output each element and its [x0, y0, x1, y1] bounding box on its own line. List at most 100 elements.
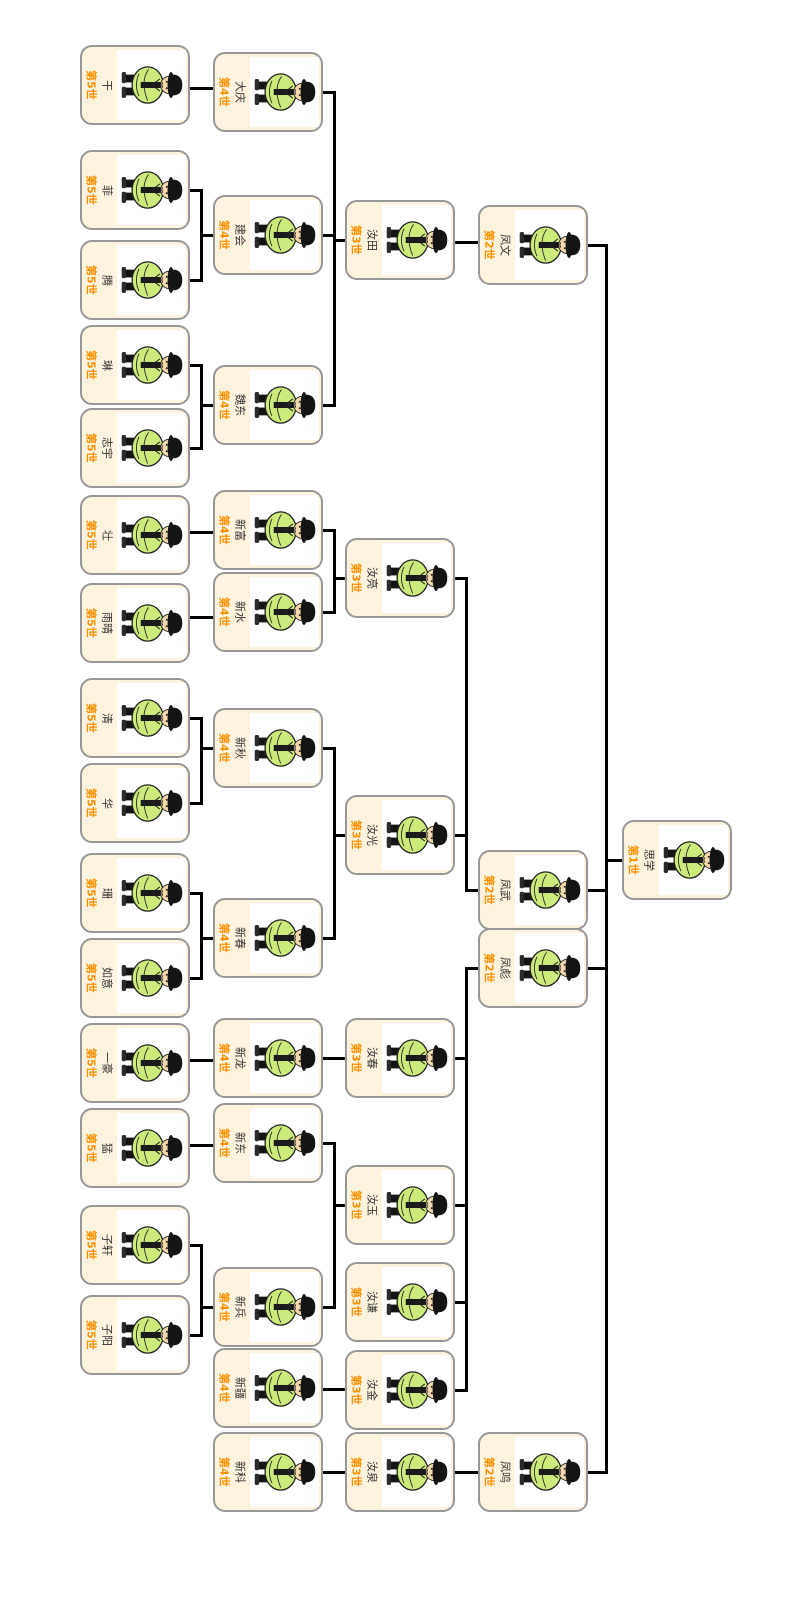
- person-name: 雨晴: [100, 612, 114, 634]
- connector-line: [201, 234, 213, 237]
- tree-node-大庆[interactable]: 第4世大庆: [213, 52, 323, 132]
- tree-node-新疆[interactable]: 第4世新疆: [213, 1348, 323, 1428]
- tree-node-一豪[interactable]: 第5世一豪: [80, 1023, 190, 1103]
- connector-line: [323, 611, 334, 614]
- tree-node-子轩[interactable]: 第5世子轩: [80, 1205, 190, 1285]
- tree-node-魏东[interactable]: 第4世魏东: [213, 365, 323, 445]
- connector-line: [465, 577, 468, 892]
- person-portrait: [382, 1023, 451, 1093]
- tree-node-雨晴[interactable]: 第5世雨晴: [80, 583, 190, 663]
- tree-node-新富[interactable]: 第4世新富: [213, 490, 323, 570]
- person-avatar-icon: [386, 1371, 447, 1409]
- person-name: 干: [100, 79, 114, 91]
- tree-node-汝谦[interactable]: 第3世汝谦: [345, 1262, 455, 1342]
- tree-node-菲[interactable]: 第5世菲: [80, 150, 190, 230]
- connector-line: [333, 1142, 336, 1309]
- generation-label: 第5世: [84, 608, 98, 638]
- tree-node-珊[interactable]: 第5世珊: [80, 853, 190, 933]
- tree-node-华[interactable]: 第5世华: [80, 763, 190, 843]
- generation-label: 第5世: [84, 1230, 98, 1260]
- tree-node-凤鸣[interactable]: 第2世凤鸣: [478, 1432, 588, 1512]
- tree-node-汝光[interactable]: 第3世汝光: [345, 795, 455, 875]
- tree-node-新水[interactable]: 第4世新水: [213, 572, 323, 652]
- person-avatar-icon: [254, 1369, 315, 1407]
- person-avatar-icon: [254, 1124, 315, 1162]
- person-avatar-icon: [254, 386, 315, 424]
- tree-node-如意[interactable]: 第5世如意: [80, 938, 190, 1018]
- person-portrait: [117, 413, 186, 483]
- person-name: 琳: [100, 359, 114, 371]
- person-portrait: [250, 903, 319, 973]
- tree-node-汝金[interactable]: 第3世汝金: [345, 1350, 455, 1430]
- tree-node-汝亮[interactable]: 第3世汝亮: [345, 538, 455, 618]
- tree-node-汝玉[interactable]: 第3世汝玉: [345, 1165, 455, 1245]
- connector-line: [201, 937, 213, 940]
- connector-line: [323, 1388, 345, 1391]
- connector-line: [190, 802, 201, 805]
- tree-node-新秋[interactable]: 第4世新秋: [213, 708, 323, 788]
- tree-node-汝春[interactable]: 第3世汝春: [345, 1018, 455, 1098]
- tree-node-思学[interactable]: 第1世思学: [622, 820, 732, 900]
- connector-line: [201, 404, 213, 407]
- person-name: 新龙: [233, 1047, 247, 1069]
- person-name: 汝泉: [365, 1461, 379, 1483]
- connector-line: [455, 1301, 466, 1304]
- tree-node-汝田[interactable]: 第3世汝田: [345, 200, 455, 280]
- connector-line: [190, 364, 201, 367]
- tree-node-汝泉[interactable]: 第3世汝泉: [345, 1432, 455, 1512]
- tree-node-新龙[interactable]: 第4世新龙: [213, 1018, 323, 1098]
- person-name: 清: [100, 712, 114, 724]
- person-avatar-icon: [121, 429, 182, 467]
- connector-line: [606, 859, 622, 862]
- generation-label: 第4世: [217, 390, 231, 420]
- tree-node-腾[interactable]: 第5世腾: [80, 240, 190, 320]
- person-portrait: [250, 495, 319, 565]
- tree-node-新兵[interactable]: 第4世新兵: [213, 1267, 323, 1347]
- person-avatar-icon: [386, 1186, 447, 1224]
- person-name: 大庆: [233, 81, 247, 103]
- generation-label: 第5世: [84, 70, 98, 100]
- connector-line: [588, 244, 606, 247]
- tree-node-猛[interactable]: 第5世猛: [80, 1108, 190, 1188]
- person-name: 新东: [233, 1132, 247, 1154]
- person-avatar-icon: [121, 874, 182, 912]
- tree-node-壮[interactable]: 第5世壮: [80, 495, 190, 575]
- person-avatar-icon: [254, 593, 315, 631]
- person-portrait: [250, 200, 319, 270]
- connector-line: [190, 1334, 201, 1337]
- tree-node-建会[interactable]: 第4世建会: [213, 195, 323, 275]
- tree-node-新科[interactable]: 第4世新科: [213, 1432, 323, 1512]
- person-name: 建会: [233, 224, 247, 246]
- tree-node-新春[interactable]: 第4世新春: [213, 898, 323, 978]
- connector-line: [333, 529, 336, 614]
- person-avatar-icon: [386, 816, 447, 854]
- person-avatar-icon: [254, 1453, 315, 1491]
- tree-node-新东[interactable]: 第4世新东: [213, 1103, 323, 1183]
- connector-line: [455, 1057, 466, 1060]
- connector-line: [323, 937, 334, 940]
- person-name: 新春: [233, 927, 247, 949]
- generation-label: 第2世: [482, 1457, 496, 1487]
- tree-node-子阳[interactable]: 第5世子阳: [80, 1295, 190, 1375]
- person-name: 凤鸣: [498, 1461, 512, 1483]
- person-name: 一豪: [100, 1052, 114, 1074]
- tree-node-凤文[interactable]: 第2世凤文: [478, 205, 588, 285]
- tree-node-凤武[interactable]: 第2世凤武: [478, 850, 588, 930]
- tree-node-琳[interactable]: 第5世琳: [80, 325, 190, 405]
- person-avatar-icon: [519, 949, 580, 987]
- person-avatar-icon: [519, 226, 580, 264]
- generation-label: 第5世: [84, 1048, 98, 1078]
- tree-node-志宇[interactable]: 第5世志宇: [80, 408, 190, 488]
- person-name: 汝田: [365, 229, 379, 251]
- person-avatar-icon: [254, 73, 315, 111]
- connector-line: [190, 531, 213, 534]
- person-avatar-icon: [254, 1039, 315, 1077]
- tree-node-凤彪[interactable]: 第2世凤彪: [478, 928, 588, 1008]
- connector-line: [323, 91, 334, 94]
- tree-node-清[interactable]: 第5世清: [80, 678, 190, 758]
- connector-line: [323, 234, 334, 237]
- generation-label: 第3世: [349, 1287, 363, 1317]
- tree-node-干[interactable]: 第5世干: [80, 45, 190, 125]
- person-portrait: [117, 155, 186, 225]
